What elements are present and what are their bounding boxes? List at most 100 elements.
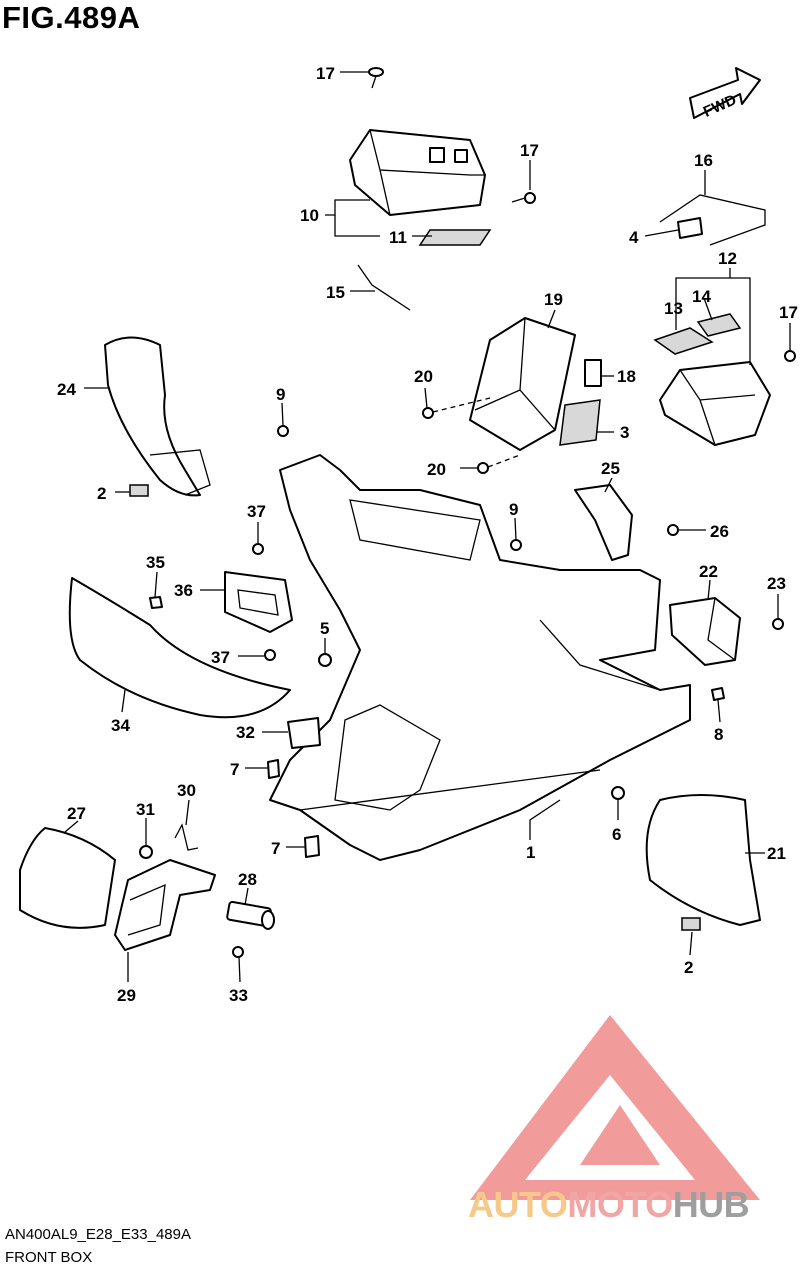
callout-4: 4 bbox=[629, 228, 639, 247]
part-34-side-cover bbox=[68, 577, 291, 719]
callout-36: 36 bbox=[174, 581, 193, 600]
watermark-text-moto: MOTO bbox=[567, 1184, 673, 1225]
part-21-cover bbox=[645, 794, 761, 926]
part-17-screw bbox=[368, 67, 384, 89]
watermark-logo-icon bbox=[470, 1015, 760, 1200]
part-1-front-box bbox=[269, 454, 691, 861]
part-22-box bbox=[669, 597, 741, 666]
callout-7: 7 bbox=[230, 760, 239, 779]
fwd-arrow-icon: FWD bbox=[689, 67, 761, 121]
callout-7: 7 bbox=[271, 839, 280, 858]
part-26-screw bbox=[667, 524, 679, 536]
part-37-clip bbox=[264, 649, 276, 661]
part-3-pad bbox=[559, 399, 601, 446]
callout-10: 10 bbox=[300, 206, 319, 225]
part-29-bracket bbox=[114, 859, 216, 951]
callout-32: 32 bbox=[236, 723, 255, 742]
watermark-text-hub: HUB bbox=[672, 1184, 750, 1225]
callout-19: 19 bbox=[544, 290, 563, 309]
part-11-pad bbox=[418, 229, 492, 246]
part-27-panel bbox=[19, 827, 116, 929]
part-36-vent bbox=[224, 571, 293, 633]
callout-33: 33 bbox=[229, 986, 248, 1005]
part-5-screw bbox=[318, 653, 332, 667]
callout-21: 21 bbox=[767, 844, 786, 863]
part-35-clip bbox=[149, 596, 163, 609]
callout-34: 34 bbox=[111, 716, 130, 735]
part-10-bracket bbox=[349, 129, 486, 216]
part-15-rod bbox=[357, 264, 411, 311]
part-25-bracket bbox=[574, 484, 633, 561]
part-30-clip bbox=[174, 823, 199, 851]
callout-37: 37 bbox=[211, 648, 230, 667]
footer-diagram-code: AN400AL9_E28_E33_489A bbox=[5, 1226, 191, 1243]
callout-26: 26 bbox=[710, 522, 729, 541]
callout-30: 30 bbox=[177, 781, 196, 800]
callout-28: 28 bbox=[238, 870, 257, 889]
part-31-nut bbox=[139, 845, 153, 859]
callout-20: 20 bbox=[414, 367, 433, 386]
callout-2: 2 bbox=[97, 484, 106, 503]
callout-23: 23 bbox=[767, 574, 786, 593]
callout-5: 5 bbox=[320, 619, 329, 638]
callout-2: 2 bbox=[684, 958, 693, 977]
callout-11: 11 bbox=[389, 228, 407, 247]
part-2-pad bbox=[681, 917, 701, 931]
callout-20: 20 bbox=[427, 460, 446, 479]
callout-1: 1 bbox=[526, 843, 535, 862]
callout-13: 13 bbox=[664, 299, 683, 318]
part-23-screw bbox=[772, 618, 784, 630]
part-16-wire bbox=[659, 194, 766, 246]
callout-6: 6 bbox=[612, 825, 621, 844]
part-37-clip bbox=[252, 543, 264, 555]
part-20-screw bbox=[422, 407, 434, 419]
callout-3: 3 bbox=[620, 423, 629, 442]
part-12-tray bbox=[659, 361, 771, 446]
part-19-holder bbox=[469, 317, 576, 451]
watermark-brand: AUTOMOTOHUB bbox=[468, 1184, 750, 1226]
callout-35: 35 bbox=[146, 553, 165, 572]
callout-22: 22 bbox=[699, 562, 718, 581]
callout-25: 25 bbox=[601, 459, 620, 478]
footer-diagram-name: FRONT BOX bbox=[5, 1249, 93, 1266]
part-17-screw bbox=[784, 350, 796, 362]
part-17-screw bbox=[511, 192, 536, 204]
part-32-connector bbox=[287, 717, 321, 749]
callout-29: 29 bbox=[117, 986, 136, 1005]
part-20-screw bbox=[477, 462, 489, 474]
part-9-screw bbox=[510, 539, 522, 551]
part-13-pad bbox=[653, 327, 714, 355]
callout-9: 9 bbox=[276, 385, 285, 404]
callout-18: 18 bbox=[617, 367, 636, 386]
callout-14: 14 bbox=[692, 287, 711, 306]
part-8-clip bbox=[711, 687, 725, 701]
part-7-nut bbox=[304, 835, 320, 858]
part-6-screw bbox=[611, 786, 625, 800]
callout-37: 37 bbox=[247, 502, 266, 521]
figure-title: FIG.489A bbox=[2, 0, 141, 35]
callout-31: 31 bbox=[136, 800, 155, 819]
watermark-text-auto: AUTO bbox=[468, 1184, 568, 1225]
callout-labels: 17 17 17 10 11 15 16 4 12 13 14 19 18 3 … bbox=[57, 64, 798, 1005]
callout-12: 12 bbox=[718, 249, 737, 268]
part-18-block bbox=[584, 359, 602, 387]
callout-24: 24 bbox=[57, 380, 76, 399]
leader-lines bbox=[64, 71, 791, 983]
callout-8: 8 bbox=[714, 725, 723, 744]
callout-9: 9 bbox=[509, 500, 518, 519]
callout-17: 17 bbox=[779, 303, 798, 322]
part-28-socket bbox=[226, 900, 275, 930]
callout-27: 27 bbox=[67, 804, 86, 823]
part-9-screw bbox=[277, 425, 289, 437]
part-4-block bbox=[677, 217, 703, 239]
part-33-screw bbox=[232, 946, 244, 958]
callout-17: 17 bbox=[520, 141, 539, 160]
part-7-nut bbox=[267, 759, 280, 779]
callout-17: 17 bbox=[316, 64, 335, 83]
callout-16: 16 bbox=[694, 151, 713, 170]
part-24-cover bbox=[104, 336, 211, 497]
part-14-pad bbox=[696, 313, 742, 337]
part-2-pad bbox=[129, 484, 149, 497]
callout-15: 15 bbox=[326, 283, 345, 302]
